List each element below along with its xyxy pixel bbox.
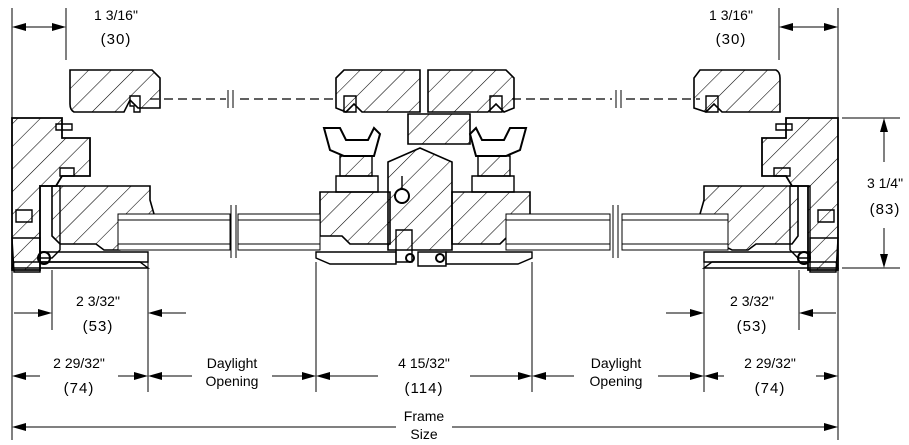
dim-right-outer: 2 29/32" xyxy=(744,355,796,371)
sash-reference-line xyxy=(150,90,700,108)
dim-right-inner: 2 3/32" xyxy=(730,293,774,309)
dim-center-metric: (114) xyxy=(405,380,444,397)
dim-height-metric: (83) xyxy=(870,201,901,218)
dim-top-left-metric: (30) xyxy=(101,31,132,48)
glass-units xyxy=(117,205,729,258)
opening-labels: Daylight Opening Daylight Opening Frame … xyxy=(206,355,643,442)
dim-top-right-metric: (30) xyxy=(716,31,747,48)
dimension-labels: 1 3/16" (30) 1 3/16" (30) 3 1/4" (83) 2 … xyxy=(53,7,903,397)
center-meeting-rail xyxy=(315,126,533,267)
dimension-lines xyxy=(12,23,888,431)
dim-left-inner-metric: (53) xyxy=(83,318,114,335)
dim-top-right: 1 3/16" xyxy=(709,7,753,23)
daylight-left-line2: Opening xyxy=(206,373,259,389)
daylight-right-line2: Opening xyxy=(590,373,643,389)
dim-right-outer-metric: (74) xyxy=(755,380,786,397)
dim-left-inner: 2 3/32" xyxy=(76,293,120,309)
dim-height: 3 1/4" xyxy=(867,175,903,191)
dim-left-outer-metric: (74) xyxy=(64,380,95,397)
dim-top-left: 1 3/16" xyxy=(94,7,138,23)
frame-size-line2: Size xyxy=(410,426,437,442)
daylight-left-line1: Daylight xyxy=(207,355,258,371)
dim-left-outer: 2 29/32" xyxy=(53,355,105,371)
daylight-right-line1: Daylight xyxy=(591,355,642,371)
dim-center: 4 15/32" xyxy=(398,355,450,371)
dim-right-inner-metric: (53) xyxy=(737,318,768,335)
top-sash-profiles xyxy=(69,69,781,145)
frame-size-line1: Frame xyxy=(404,408,445,424)
